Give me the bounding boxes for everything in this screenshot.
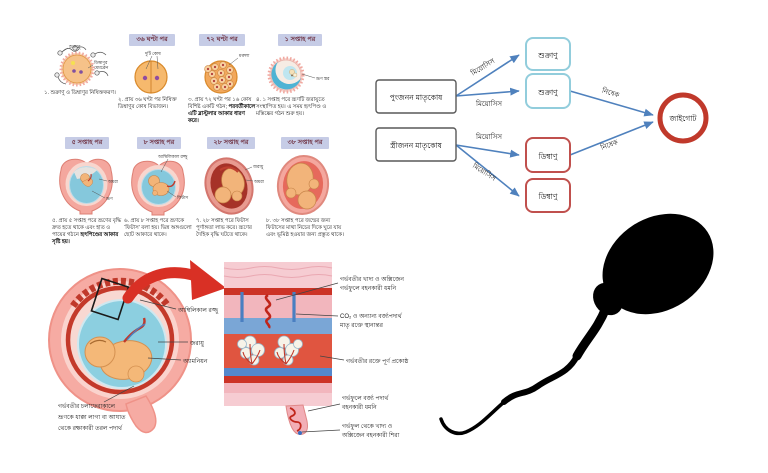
waste-artery-label-1: গর্ভফুলে বর্জ্য পদার্থ — [342, 395, 389, 402]
stage-header: ৩৬ ঘণ্টা পর — [129, 34, 175, 46]
sperm-silhouette-icon — [439, 213, 714, 436]
fetus-label: ফিটাস — [176, 195, 188, 200]
female-mother-cell-box — [375, 127, 457, 162]
meiosis-label-2: মিয়োসিস — [475, 100, 502, 108]
fertilization-figure: শুক্রাণু ডিম্বাণুর মেমব্রেন — [54, 44, 109, 87]
egg-label-1: ডিম্বাণু — [538, 152, 559, 161]
sperm-label: শুক্রাণু — [68, 44, 81, 49]
sperm-cells-icon — [54, 45, 109, 85]
sperm-label-1: শুক্রাণু — [537, 51, 558, 60]
fertilization-label-1: নিষেক — [600, 87, 620, 100]
stage-caption: ৩. প্রায় ৭২ ঘণ্টা পর ১৬ কোষ বিশিষ্ট একট… — [188, 96, 256, 125]
stage-header: ৭২ ঘণ্টা পর — [199, 34, 245, 46]
meiosis-label-3: মিয়োসিস — [475, 133, 502, 141]
stage-header: ১ সপ্তাহ পর — [277, 34, 323, 46]
uterus-28w-figure: জরায়ু অমরা — [204, 156, 265, 215]
waste-artery-label-2: বহনকারী ধমনি — [341, 403, 377, 411]
uterus-38w-figure — [276, 154, 330, 215]
placenta-label: অমরা — [253, 179, 265, 184]
sperm-box-2 — [525, 73, 571, 109]
stage-caption: ৮. ৩৮ সপ্তাহ পরে জন্মের জন্য ফিটাসের মাথ… — [266, 217, 344, 239]
stage-cell-1week: ১ সপ্তাহ পর ভ্রূণ স্তর ৪. ১ সপ্তাহ পরে ভ… — [256, 34, 344, 118]
stage-caption: ২. প্রায় ৩৬ ঘণ্টা পর নিষিক্ত ডিম্বাণুর … — [118, 96, 177, 110]
meiosis-label-1: মিয়োসিস — [469, 57, 497, 78]
stage-header: ৫ সপ্তাহ পর — [64, 137, 110, 149]
uterus-label: জরায়ু — [189, 341, 205, 347]
co2-transfer-label-2: মাতৃ রক্তে স্থানান্তর — [339, 323, 384, 329]
stage-cell-38weeks: ৩৮ সপ্তাহ পর ৮. ৩৮ সপ্তাহ পরে জন্মের জন্… — [266, 137, 344, 239]
embryo-layer-label: ভ্রূণ স্তর — [315, 76, 330, 81]
male-mother-cell-label: পুংজনন মাতৃকোষ — [390, 93, 443, 102]
stage-cell-28weeks: ২৮ সপ্তাহ পর জরায়ু অমরা ৭. ২৮ সপ্তাহ পর… — [196, 137, 266, 239]
zoom-arrow — [122, 260, 226, 304]
zygote-label: জাইগোট — [669, 113, 698, 123]
zygote-circle — [657, 92, 709, 144]
amniotic-fluid-caption-3: থেকে রক্ষাকারী তরল পদার্থ — [58, 424, 123, 432]
morula-figure: মরুলা — [204, 53, 250, 94]
two-cell-figure: দুটি কোষ — [134, 51, 168, 94]
stage-caption: ৪. ১ সপ্তাহ পরে ভ্রূণটি জরায়ুতে সংস্থাপ… — [256, 96, 327, 118]
stage-header: ৩৮ সপ্তাহ পর — [280, 137, 330, 149]
egg-box-2 — [525, 178, 571, 213]
uterus-placenta-detail: আম্বিলিকাল রজ্জু জরায়ু অ্যামনিয়ন গর্ভব… — [48, 260, 408, 439]
stage-caption: ৫. প্রায় ৫ সপ্তাহ পরে ভ্রূণের বৃদ্ধি দ্… — [52, 217, 122, 246]
stage-caption: ১. শুক্রাণু ও ডিম্বাণুর নিষিক্তকরণ। — [44, 90, 116, 96]
maternal-artery-label-2: গর্ভফুলে বহনকারী ধমনি — [340, 284, 396, 292]
nutrient-vein-label-2: অক্সিজেন বহনকারী শিরা — [341, 431, 400, 439]
nutrient-vein-label-1: গর্ভফুল থেকে খাদ্য ও — [342, 423, 392, 430]
gamete-flowchart: পুংজনন মাতৃকোষ স্ত্রীজনন মাতৃকোষ শুক্রাণ… — [375, 37, 709, 213]
morula-label: মরুলা — [238, 53, 250, 58]
stage-caption: ৬. প্রায় ৮ সপ্তাহ পরে ভ্রূণকে ‘ফিটাস’ ব… — [124, 217, 192, 239]
placenta-label: অমরা — [107, 179, 119, 184]
amnion-label: অ্যামনিয়ন — [182, 358, 208, 365]
sperm-label-2: শুক্রাণু — [537, 88, 558, 97]
stage-cell-8weeks: ৮ সপ্তাহ পর আম্বিলিকাল রজ্জু ফিটাস ৬. প্… — [124, 137, 194, 239]
stage-header: ৮ সপ্তাহ পর — [136, 137, 182, 149]
uterus-8w-figure: আম্বিলিকাল রজ্জু ফিটাস — [131, 154, 188, 215]
amniotic-fluid-caption-2: ভ্রূণকে ধাক্কা লাগা বা আঘাত — [57, 415, 126, 421]
male-mother-cell-box — [375, 79, 457, 114]
egg-label-2: ডিম্বাণু — [538, 192, 559, 201]
uterus-label: জরায়ু — [252, 164, 264, 169]
maternal-blood-chamber-label: গর্ভবতীর রক্তে পূর্ণ প্রকোষ্ঠ — [346, 357, 408, 365]
meiosis-label-4: মিয়োসিস — [470, 161, 497, 183]
egg-membrane-label-1: ডিম্বাণুর — [93, 60, 108, 65]
sperm-box-1 — [525, 37, 571, 71]
amniotic-fluid-caption-1: গর্ভবতীর চলাফেরাকালে — [58, 402, 116, 410]
maternal-artery-coil — [264, 293, 272, 329]
embryo-label: ভ্রূণ — [105, 196, 113, 201]
umbilical-cord-label: আম্বিলিকাল রজ্জু — [157, 154, 188, 159]
co2-transfer-label-1: CO₂ ও অন্যান্য বর্জ্যপদার্থ — [340, 313, 403, 320]
uterus-5w-figure: অমরা ভ্রূণ — [59, 158, 119, 214]
female-mother-cell-label: স্ত্রীজনন মাতৃকোষ — [389, 140, 442, 150]
egg-membrane-label-2: মেমব্রেন — [94, 65, 109, 70]
two-cells-label: দুটি কোষ — [144, 51, 161, 56]
stage-cell-72h: ৭২ ঘণ্টা পর মরুলা ৩. প্রায় ৭২ ঘণ্টা পর … — [188, 34, 256, 126]
maternal-artery-label-1: গর্ভবতীর খাদ্য ও অক্সিজেন — [340, 275, 404, 283]
flowchart-arrows — [455, 54, 654, 197]
uterus-cross-section — [48, 268, 192, 434]
stage-header: ২৮ সপ্তাহ পর — [206, 137, 256, 149]
stage-cell-fertilization: শুক্রাণু ডিম্বাণুর মেমব্রেন ১. শুক্রাণু … — [44, 34, 116, 97]
zoom-source-rect — [90, 277, 130, 321]
stage-cell-36h: ৩৬ ঘণ্টা পর দুটি কোষ ২. প্রায় ৩৬ ঘণ্টা … — [118, 34, 186, 111]
stage-cell-5weeks: ৫ সপ্তাহ পর অমরা ভ্রূণ ৫. প্রায় ৫ সপ্তা… — [52, 137, 122, 247]
egg-box-1 — [525, 137, 571, 173]
stage-caption: ৭. ২৮ সপ্তাহ পরে ফিটাস পূর্ণাঙ্গতা লাভ ক… — [196, 217, 252, 239]
placenta-panel — [223, 262, 333, 435]
blastocyst-figure: ভ্রূণ স্তর — [267, 56, 330, 93]
umbilical-cord-label: আম্বিলিকাল রজ্জু — [177, 307, 219, 314]
morula-nuclei-icon — [206, 63, 232, 88]
